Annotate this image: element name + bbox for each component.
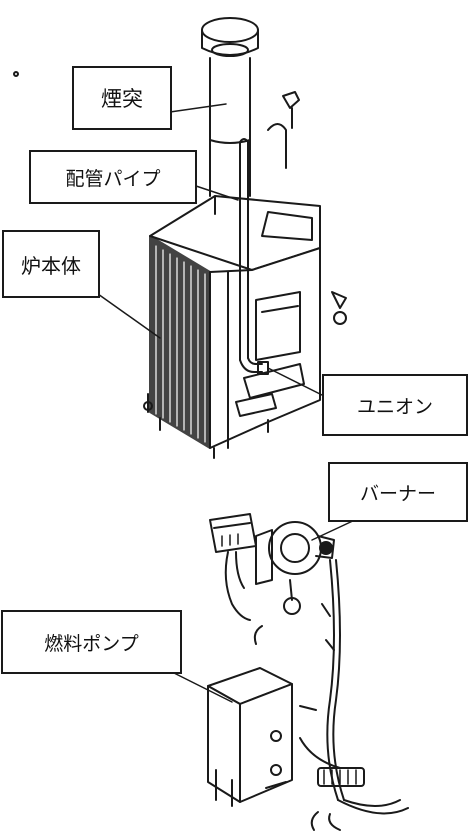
label-union: ユニオン bbox=[322, 374, 468, 436]
corner-dot bbox=[13, 71, 19, 77]
label-pipe-text: 配管パイプ bbox=[65, 167, 161, 190]
leader-union bbox=[267, 367, 329, 399]
burner-drawing bbox=[209, 513, 335, 645]
fuel-pump-drawing bbox=[207, 667, 293, 807]
chimney-drawing bbox=[201, 17, 259, 197]
label-fuel-pump: 燃料ポンプ bbox=[1, 610, 182, 674]
label-chimney-text: 煙突 bbox=[101, 87, 143, 111]
leader-chimney bbox=[169, 103, 227, 113]
label-furnace-body-text: 炉本体 bbox=[21, 253, 81, 278]
label-burner: バーナー bbox=[328, 462, 468, 522]
label-furnace-body: 炉本体 bbox=[2, 230, 100, 298]
leader-pipe bbox=[195, 185, 239, 201]
label-pipe: 配管パイプ bbox=[29, 150, 197, 204]
leader-furnace-body bbox=[97, 293, 161, 339]
pipe-drawing bbox=[239, 138, 269, 375]
label-burner-text: バーナー bbox=[359, 482, 436, 505]
furnace-body-drawing bbox=[143, 195, 347, 459]
label-fuel-pump-text: 燃料ポンプ bbox=[44, 632, 139, 655]
label-union-text: ユニオン bbox=[356, 395, 433, 418]
cap-valve-drawing bbox=[267, 91, 300, 169]
label-chimney: 煙突 bbox=[72, 66, 172, 130]
fuel-line-drawing bbox=[299, 559, 409, 831]
